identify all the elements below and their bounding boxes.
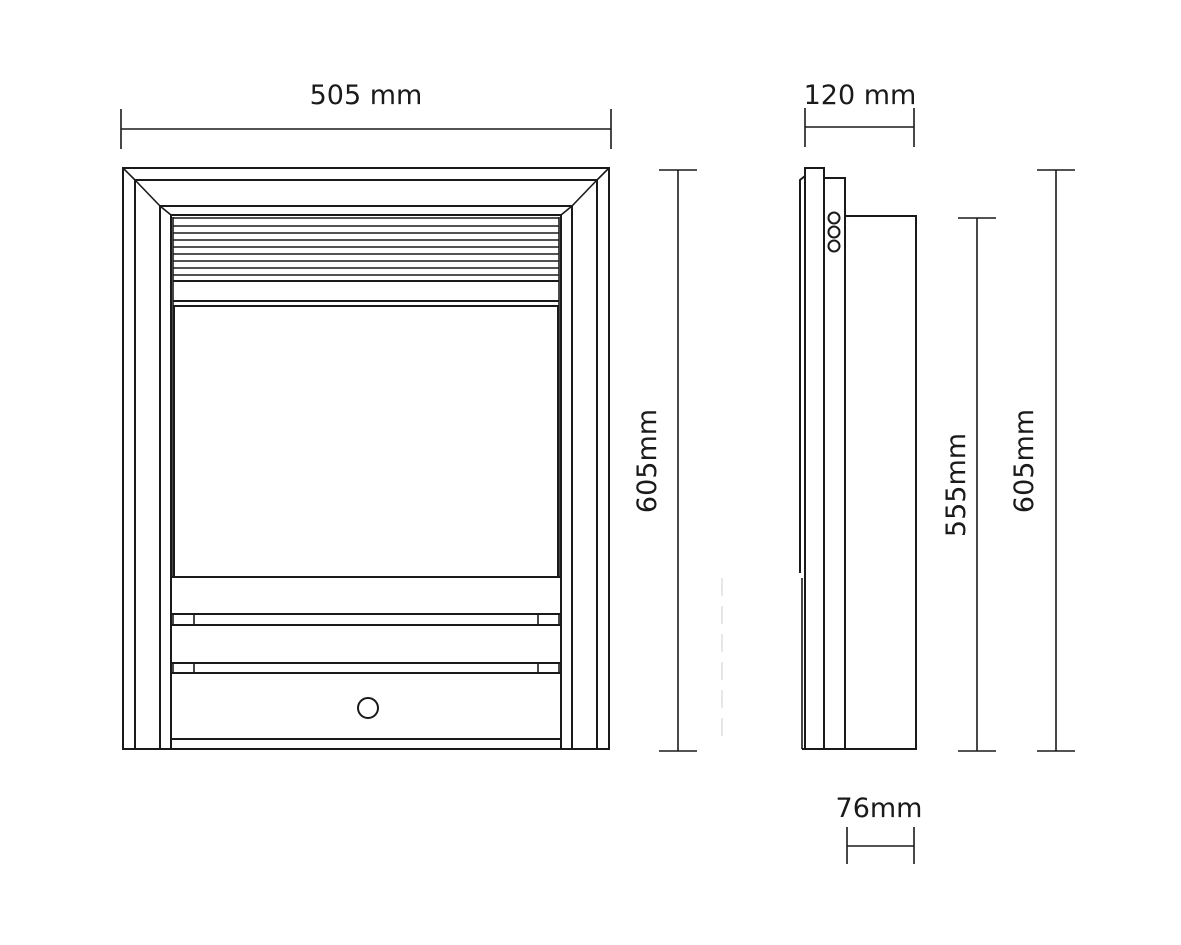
side-frame-rear xyxy=(823,177,846,750)
side-depth-label: 120 mm xyxy=(804,80,917,111)
side-control-2 xyxy=(827,225,841,239)
control-knob xyxy=(357,697,379,719)
control-panel xyxy=(170,672,562,740)
front-width-dimension: 505 mm xyxy=(120,80,612,149)
front-height-dimension: 605mm xyxy=(632,169,697,752)
front-height-label: 605mm xyxy=(632,409,663,513)
frame-inner-edge xyxy=(134,179,598,749)
side-total-height-label: 605mm xyxy=(1009,409,1040,513)
side-view xyxy=(799,167,917,750)
front-view xyxy=(122,167,610,750)
fret-bar-top xyxy=(170,576,562,615)
side-frame-front xyxy=(804,167,825,750)
top-grille xyxy=(173,217,559,282)
side-control-3 xyxy=(827,239,841,253)
frame-inner xyxy=(170,214,562,749)
side-body-depth-label: 76mm xyxy=(836,793,923,824)
fret-bar-middle xyxy=(170,624,562,664)
front-width-label: 505 mm xyxy=(310,80,423,111)
base-plinth xyxy=(170,738,562,750)
side-control-1 xyxy=(827,211,841,225)
side-total-height-dimension: 605mm xyxy=(1009,169,1075,752)
side-body-height-label: 555mm xyxy=(941,433,972,537)
side-body xyxy=(844,215,917,750)
side-depth-dimension: 120 mm xyxy=(804,80,917,147)
outer-frame xyxy=(122,167,610,750)
side-body-depth-dimension: 76mm xyxy=(836,793,923,864)
side-body-height-dimension: 555mm xyxy=(941,217,996,752)
frame-bevel xyxy=(159,205,573,749)
fire-window xyxy=(173,305,559,578)
side-front-lip xyxy=(799,175,806,573)
